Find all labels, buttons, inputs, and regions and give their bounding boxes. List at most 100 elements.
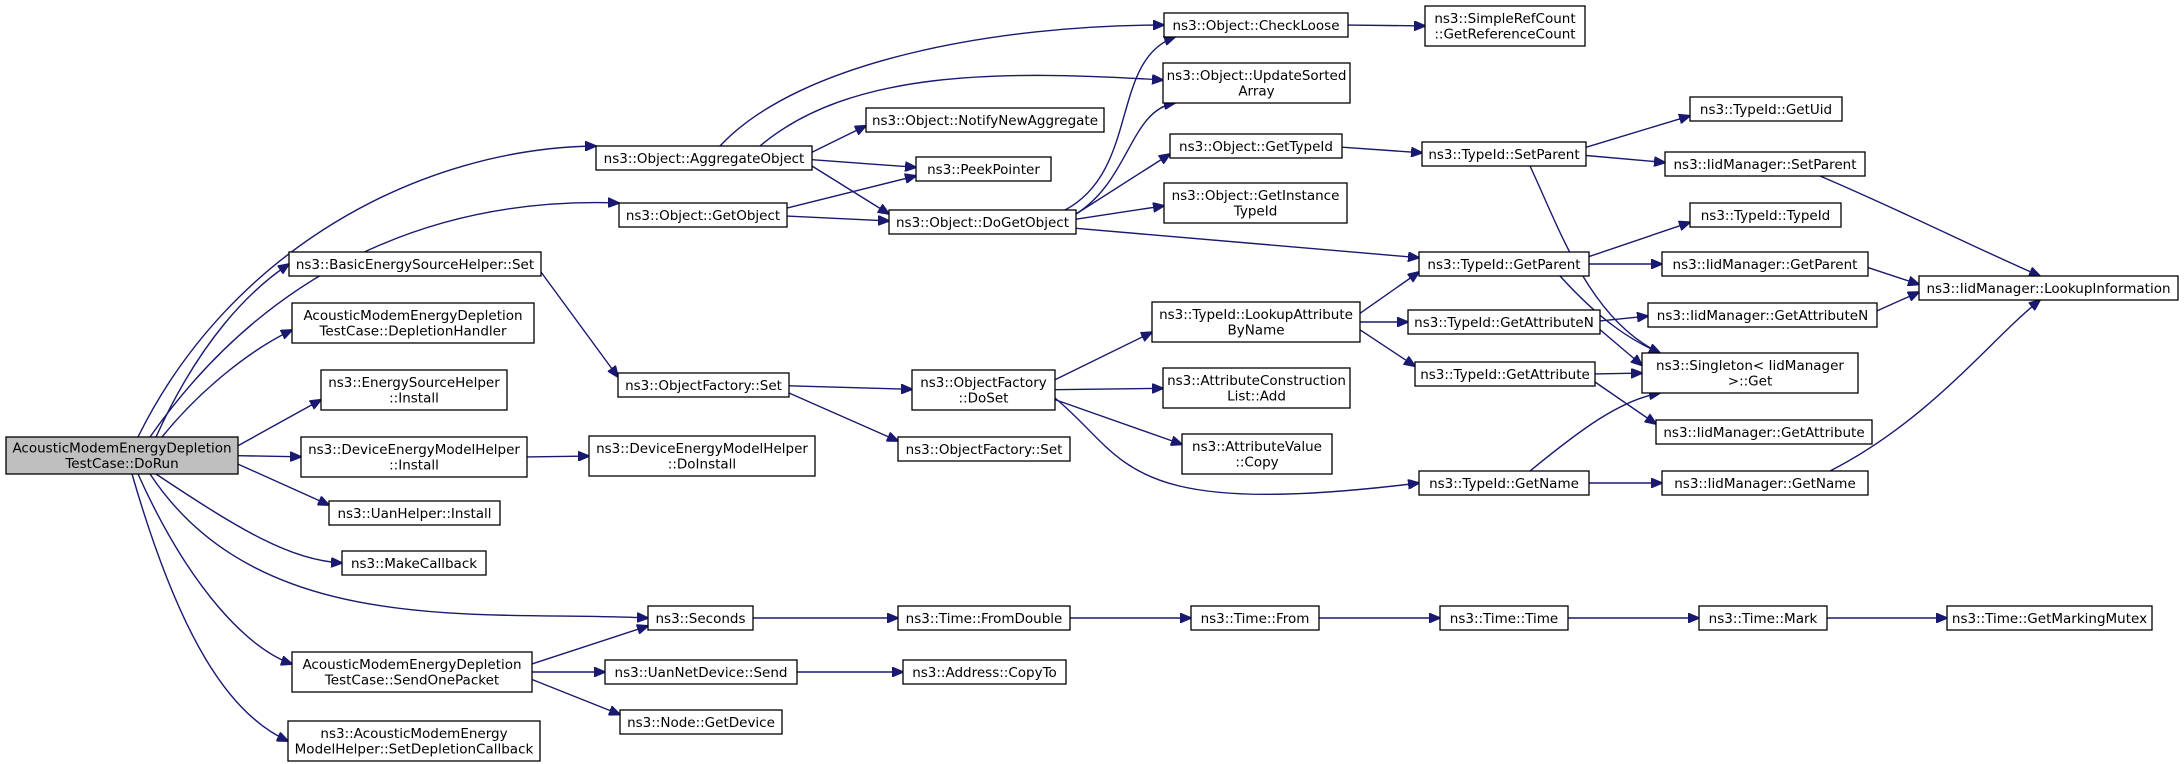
node-box[interactable] bbox=[1421, 141, 1587, 167]
node-besh-set[interactable]: ns3::BasicEnergySourceHelper::Set bbox=[288, 251, 542, 277]
node-box[interactable] bbox=[5, 436, 239, 475]
node-box[interactable] bbox=[1418, 470, 1590, 496]
node-box[interactable] bbox=[618, 202, 788, 228]
node-singleton-get[interactable]: ns3::Singleton< IidManager >::Get bbox=[1641, 352, 1859, 394]
node-box[interactable] bbox=[619, 709, 783, 735]
node-box[interactable] bbox=[1647, 302, 1878, 328]
node-simpleref[interactable]: ns3::SimpleRefCount::GetReferenceCount bbox=[1424, 5, 1586, 47]
node-box[interactable] bbox=[341, 550, 487, 576]
node-box[interactable] bbox=[647, 605, 754, 631]
node-node-getdevice[interactable]: ns3::Node::GetDevice bbox=[619, 709, 783, 735]
node-makecallback[interactable]: ns3::MakeCallback bbox=[341, 550, 487, 576]
node-box[interactable] bbox=[588, 435, 816, 477]
node-box[interactable] bbox=[1151, 301, 1361, 343]
node-box[interactable] bbox=[1418, 251, 1590, 277]
node-box[interactable] bbox=[1664, 151, 1866, 177]
node-box[interactable] bbox=[1655, 419, 1873, 445]
node-iid-lookupinfo[interactable]: ns3::IidManager::LookupInformation bbox=[1918, 275, 2179, 301]
node-notifynew[interactable]: ns3::Object::NotifyNewAggregate bbox=[865, 107, 1105, 133]
node-uannet-send[interactable]: ns3::UanNetDevice::Send bbox=[604, 659, 798, 685]
node-box[interactable] bbox=[915, 156, 1052, 182]
node-tid-getname[interactable]: ns3::TypeId::GetName bbox=[1418, 470, 1590, 496]
node-box[interactable] bbox=[902, 659, 1067, 685]
node-box[interactable] bbox=[1181, 433, 1333, 475]
node-box[interactable] bbox=[897, 436, 1071, 462]
node-of-doset[interactable]: ns3::ObjectFactory::DoSet bbox=[911, 369, 1056, 411]
node-demh-install[interactable]: ns3::DeviceEnergyModelHelper::Install bbox=[300, 436, 528, 478]
node-of-set2[interactable]: ns3::ObjectFactory::Set bbox=[897, 436, 1071, 462]
node-setdepletion[interactable]: ns3::AcousticModemEnergyModelHelper::Set… bbox=[287, 720, 541, 762]
node-box[interactable] bbox=[320, 369, 508, 411]
node-box[interactable] bbox=[300, 436, 528, 478]
node-tid-getattrn[interactable]: ns3::TypeId::GetAttributeN bbox=[1407, 309, 1601, 335]
node-box[interactable] bbox=[1163, 12, 1349, 38]
node-iid-setparent[interactable]: ns3::IidManager::SetParent bbox=[1664, 151, 1866, 177]
node-iid-getname[interactable]: ns3::IidManager::GetName bbox=[1661, 470, 1869, 496]
node-depletion-handler[interactable]: AcousticModemEnergyDepletionTestCase::De… bbox=[291, 302, 535, 344]
node-dogetobject[interactable]: ns3::Object::DoGetObject bbox=[888, 209, 1077, 235]
node-box[interactable] bbox=[911, 369, 1056, 411]
node-box[interactable] bbox=[1163, 182, 1348, 224]
node-box[interactable] bbox=[1946, 605, 2153, 631]
node-box[interactable] bbox=[1641, 352, 1859, 394]
node-uan-install[interactable]: ns3::UanHelper::Install bbox=[328, 500, 501, 526]
node-addr-copyto[interactable]: ns3::Address::CopyTo bbox=[902, 659, 1067, 685]
node-box[interactable] bbox=[1689, 96, 1843, 122]
node-time-getmarkingmutex[interactable]: ns3::Time::GetMarkingMutex bbox=[1946, 605, 2153, 631]
node-box[interactable] bbox=[1414, 361, 1596, 387]
node-iid-getattr[interactable]: ns3::IidManager::GetAttribute bbox=[1655, 419, 1873, 445]
node-box[interactable] bbox=[1439, 605, 1569, 631]
node-seconds[interactable]: ns3::Seconds bbox=[647, 605, 754, 631]
node-tid-getattr[interactable]: ns3::TypeId::GetAttribute bbox=[1414, 361, 1596, 387]
node-iid-getparent[interactable]: ns3::IidManager::GetParent bbox=[1661, 251, 1869, 277]
edge-dorun-to-makecallback bbox=[155, 473, 342, 563]
node-dorun[interactable]: AcousticModemEnergyDepletionTestCase::Do… bbox=[5, 436, 239, 475]
node-sendonepacket[interactable]: AcousticModemEnergyDepletionTestCase::Se… bbox=[291, 651, 533, 693]
node-gettypeid[interactable]: ns3::Object::GetTypeId bbox=[1169, 133, 1343, 159]
node-box[interactable] bbox=[1424, 5, 1586, 47]
node-tid-typeid[interactable]: ns3::TypeId::TypeId bbox=[1689, 202, 1842, 228]
node-box[interactable] bbox=[1162, 62, 1351, 104]
node-tid-setparent[interactable]: ns3::TypeId::SetParent bbox=[1421, 141, 1587, 167]
node-demh-doinstall[interactable]: ns3::DeviceEnergyModelHelper::DoInstall bbox=[588, 435, 816, 477]
node-box[interactable] bbox=[291, 302, 535, 344]
node-aggregate[interactable]: ns3::Object::AggregateObject bbox=[595, 145, 813, 171]
node-box[interactable] bbox=[1190, 605, 1320, 631]
node-time-from[interactable]: ns3::Time::From bbox=[1190, 605, 1320, 631]
node-box[interactable] bbox=[1918, 275, 2179, 301]
node-tid-getuid[interactable]: ns3::TypeId::GetUid bbox=[1689, 96, 1843, 122]
node-box[interactable] bbox=[888, 209, 1077, 235]
node-box[interactable] bbox=[1407, 309, 1601, 335]
node-time-time[interactable]: ns3::Time::Time bbox=[1439, 605, 1569, 631]
node-box[interactable] bbox=[1698, 605, 1828, 631]
node-box[interactable] bbox=[1162, 367, 1351, 409]
node-box[interactable] bbox=[287, 720, 541, 762]
node-box[interactable] bbox=[288, 251, 542, 277]
node-checkloose[interactable]: ns3::Object::CheckLoose bbox=[1163, 12, 1349, 38]
node-time-mark[interactable]: ns3::Time::Mark bbox=[1698, 605, 1828, 631]
node-box[interactable] bbox=[291, 651, 533, 693]
node-box[interactable] bbox=[1661, 470, 1869, 496]
node-box[interactable] bbox=[328, 500, 501, 526]
node-of-set[interactable]: ns3::ObjectFactory::Set bbox=[617, 372, 790, 398]
node-box[interactable] bbox=[897, 605, 1071, 631]
node-peekpointer[interactable]: ns3::PeekPointer bbox=[915, 156, 1052, 182]
node-box[interactable] bbox=[595, 145, 813, 171]
node-esh-install[interactable]: ns3::EnergySourceHelper::Install bbox=[320, 369, 508, 411]
edge bbox=[1347, 25, 1425, 26]
node-box[interactable] bbox=[865, 107, 1105, 133]
node-tid-getparent[interactable]: ns3::TypeId::GetParent bbox=[1418, 251, 1590, 277]
node-box[interactable] bbox=[1169, 133, 1343, 159]
node-box[interactable] bbox=[604, 659, 798, 685]
node-getobject[interactable]: ns3::Object::GetObject bbox=[618, 202, 788, 228]
node-time-fromdouble[interactable]: ns3::Time::FromDouble bbox=[897, 605, 1071, 631]
node-av-copy[interactable]: ns3::AttributeValue::Copy bbox=[1181, 433, 1333, 475]
node-box[interactable] bbox=[1689, 202, 1842, 228]
node-box[interactable] bbox=[617, 372, 790, 398]
node-box[interactable] bbox=[1661, 251, 1869, 277]
node-iid-getattrn[interactable]: ns3::IidManager::GetAttributeN bbox=[1647, 302, 1878, 328]
